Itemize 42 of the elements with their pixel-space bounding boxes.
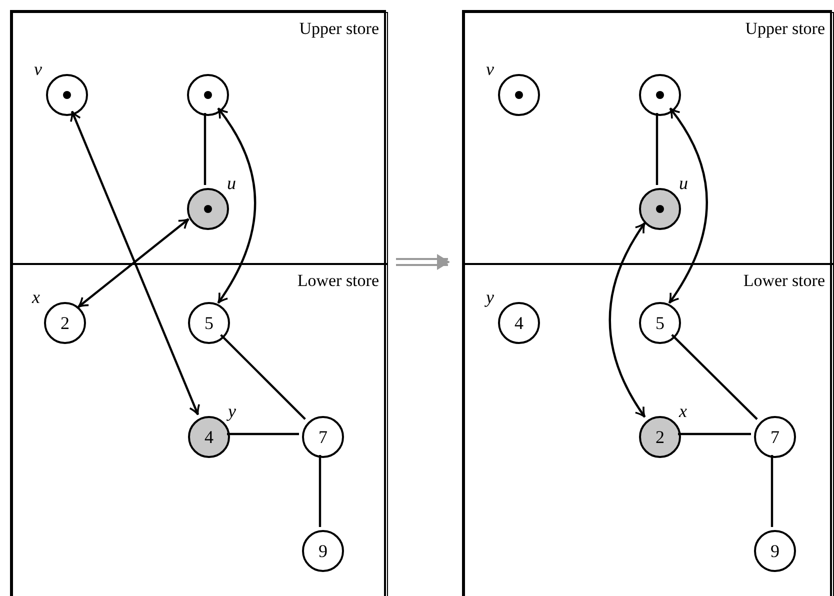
variable-label: x	[32, 288, 40, 306]
variable-label: v	[34, 60, 42, 78]
link-line	[318, 455, 322, 527]
region-title: Lower store	[743, 271, 825, 291]
link-line	[220, 334, 306, 420]
link-line	[770, 455, 774, 527]
transition-arrow	[395, 254, 450, 270]
memory-cell	[187, 188, 229, 230]
variable-label: v	[486, 60, 494, 78]
link-line	[671, 334, 758, 420]
memory-cell: 9	[754, 530, 796, 572]
memory-cell	[187, 74, 229, 116]
store-region	[464, 264, 834, 596]
variable-label: y	[228, 402, 236, 420]
store-region	[12, 264, 388, 596]
memory-cell: 5	[188, 302, 230, 344]
variable-label: x	[679, 402, 687, 420]
region-title: Upper store	[299, 19, 379, 39]
memory-cell	[46, 74, 88, 116]
store-region	[12, 12, 388, 264]
memory-cell: 7	[754, 416, 796, 458]
memory-cell: 2	[639, 416, 681, 458]
variable-label: u	[679, 174, 688, 192]
link-line	[656, 113, 658, 185]
memory-cell: 4	[498, 302, 540, 344]
memory-cell: 2	[44, 302, 86, 344]
region-title: Lower store	[297, 271, 379, 291]
memory-cell: 7	[302, 416, 344, 458]
memory-cell	[639, 188, 681, 230]
store-panel	[462, 10, 832, 596]
variable-label: u	[227, 174, 236, 192]
link-line	[204, 113, 206, 185]
region-title: Upper store	[745, 19, 825, 39]
variable-label: y	[486, 288, 494, 306]
memory-cell: 5	[639, 302, 681, 344]
memory-cell	[639, 74, 681, 116]
store-panel	[10, 10, 386, 596]
memory-cell: 9	[302, 530, 344, 572]
memory-cell	[498, 74, 540, 116]
store-region	[464, 12, 834, 264]
link-line	[227, 432, 299, 436]
link-line	[678, 432, 751, 436]
